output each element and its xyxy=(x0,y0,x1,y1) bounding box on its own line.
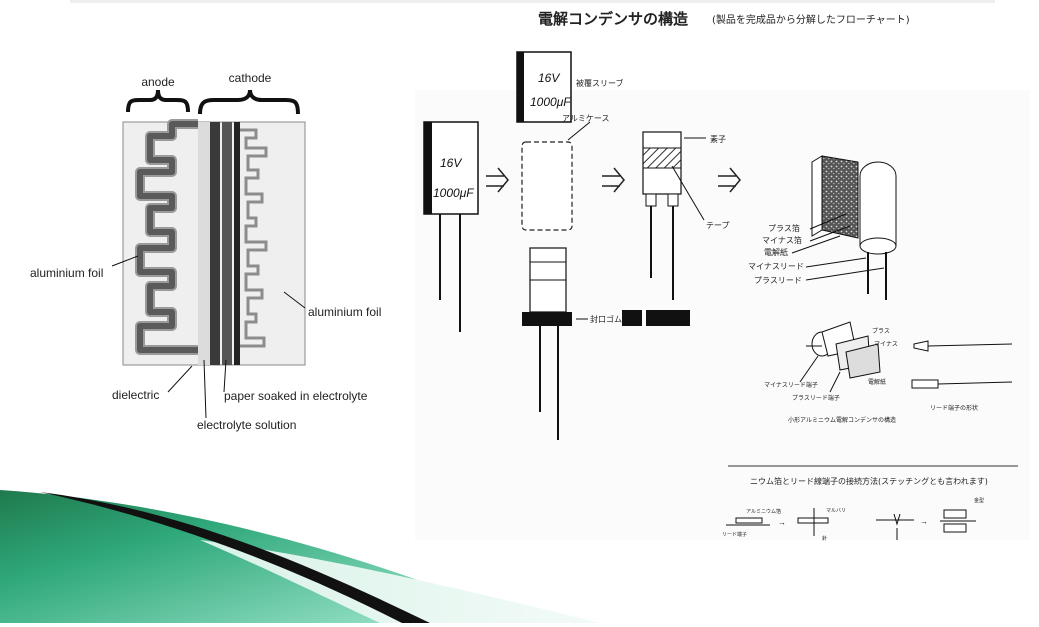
sleeve-band xyxy=(517,52,524,122)
sleeve-label: 被覆スリーブ xyxy=(576,78,624,88)
seal-rubber-piece-1 xyxy=(622,310,642,326)
small-cap-wire-2 xyxy=(829,371,841,393)
small-paper-label: 電解紙 xyxy=(868,378,886,386)
leader-dielectric xyxy=(167,365,193,393)
tape-leader xyxy=(671,165,705,221)
small-cap-caption: 小形アルミニウム電解コンデンサの構造 xyxy=(788,416,896,424)
swoosh-dark xyxy=(40,492,430,623)
lead-shape-2 xyxy=(911,379,939,389)
small-cap-foil-2 xyxy=(845,343,881,379)
swoosh-light xyxy=(200,540,600,623)
stitch-lead-label: リード端子 xyxy=(722,531,747,538)
tape-label: テープ xyxy=(706,221,730,230)
dielectric-band xyxy=(198,122,210,365)
electrolyte-label: electrolyte solution xyxy=(197,418,296,432)
paper-leader xyxy=(791,235,841,254)
roll-foil-sheet xyxy=(811,155,823,237)
flow-arrow-3 xyxy=(718,167,741,193)
paper-layer xyxy=(222,122,232,365)
flow-arrow-1 xyxy=(486,167,509,193)
element-tab-2 xyxy=(667,193,679,207)
minus-foil-leader xyxy=(809,225,851,242)
lead-shape-caption: リード端子の形状 xyxy=(930,404,978,412)
right-diagram: 電解コンデンサの構造 (製品を完成品から分解したフローチャート) 16V 100… xyxy=(415,10,1030,542)
small-plus-terminal-label: プラスリード端子 xyxy=(792,394,840,402)
anode-brace xyxy=(126,89,190,113)
lead-shape-1 xyxy=(913,340,929,352)
element-tape xyxy=(642,147,682,169)
minus-lead-label: マイナスリード xyxy=(748,262,804,271)
stitch-foil-1 xyxy=(735,517,763,524)
paper-foil-label: 電解紙 xyxy=(764,247,788,257)
sleeve xyxy=(516,51,572,123)
small-minus-label: マイナス xyxy=(874,341,898,348)
cathode-brace xyxy=(198,89,300,115)
diagram-title: 電解コンデンサの構造 xyxy=(538,10,688,28)
stitch-al-label: アルミニウム箔 xyxy=(746,508,781,515)
leader-electrolyte xyxy=(203,359,207,419)
seal-label: 封口ゴム xyxy=(590,314,622,324)
seal-rubber-piece-2 xyxy=(646,310,690,326)
leader-paper xyxy=(223,359,227,393)
capacitor-band xyxy=(424,122,432,214)
cap-capacitance: 1000μF xyxy=(433,186,474,200)
plus-foil-leader xyxy=(809,213,847,230)
stitch-arrow-2: → xyxy=(920,517,928,526)
aluminium-foil-right-label: aluminium foil xyxy=(308,305,381,319)
cap-voltage: 16V xyxy=(440,156,462,170)
diagram-subtitle: (製品を完成品から分解したフローチャート) xyxy=(712,13,910,26)
case-leader xyxy=(567,121,591,141)
cathode-rough-surface xyxy=(240,128,268,348)
seal-rubber xyxy=(522,312,572,326)
roll-bottom xyxy=(859,237,897,255)
sleeve-voltage: 16V xyxy=(538,71,560,85)
decorative-swoosh xyxy=(0,490,600,623)
stitch-burr-label: マルバリ xyxy=(826,508,846,514)
leader-foil-right xyxy=(283,291,306,309)
left-diagram: anode cathode aluminium foil aluminium f… xyxy=(30,71,381,432)
element-label: 素子 xyxy=(710,134,726,144)
small-plus-label: プラス xyxy=(872,328,890,335)
stitch-joint-label: 金型 xyxy=(974,497,984,504)
lead-wire-2 xyxy=(937,381,1013,385)
cathode-foil-base xyxy=(234,122,240,365)
leader-foil-left xyxy=(111,255,139,267)
plus-lead-leader xyxy=(805,267,885,281)
anode-label: anode xyxy=(141,75,175,89)
paper-label: paper soaked in electrolyte xyxy=(224,389,368,403)
lead-wire-1 xyxy=(927,343,1013,347)
stitch-die-top xyxy=(943,509,967,519)
roll-paper-sheet xyxy=(821,155,859,239)
stitch-title: ニウム箔とリード線端子の接続方法(ステッチングとも言われます) xyxy=(750,476,988,486)
small-minus-terminal-label: マイナスリード端子 xyxy=(764,381,818,389)
stitch-pierce xyxy=(893,513,901,526)
plus-foil-label: プラス箔 xyxy=(768,223,800,233)
minus-lead-leader xyxy=(805,257,867,268)
roll-body xyxy=(860,176,896,246)
flow-arrow-2 xyxy=(602,167,625,193)
stitch-foil-2 xyxy=(797,517,829,524)
top-rule xyxy=(70,0,995,3)
plus-lead-label: プラスリード xyxy=(754,276,802,285)
electrolyte-layer xyxy=(210,122,220,365)
cathode-label: cathode xyxy=(229,71,272,85)
minus-foil-label: マイナス箔 xyxy=(762,235,802,245)
dielectric-label: dielectric xyxy=(112,388,159,402)
element-tab-1 xyxy=(645,193,657,207)
aluminium-case xyxy=(521,141,573,231)
stitch-needle-label: 針 xyxy=(822,535,827,542)
case-label: アルミケース xyxy=(562,114,610,123)
stitch-die-bottom xyxy=(943,523,967,533)
small-cap-wire-1 xyxy=(799,355,819,383)
anode-foil-core xyxy=(137,121,198,353)
scan-background xyxy=(415,90,1030,540)
sleeve-capacitance: 1000μF xyxy=(530,95,571,109)
stitch-arrow-1: → xyxy=(778,518,786,527)
aluminium-foil-left-label: aluminium foil xyxy=(30,266,103,280)
